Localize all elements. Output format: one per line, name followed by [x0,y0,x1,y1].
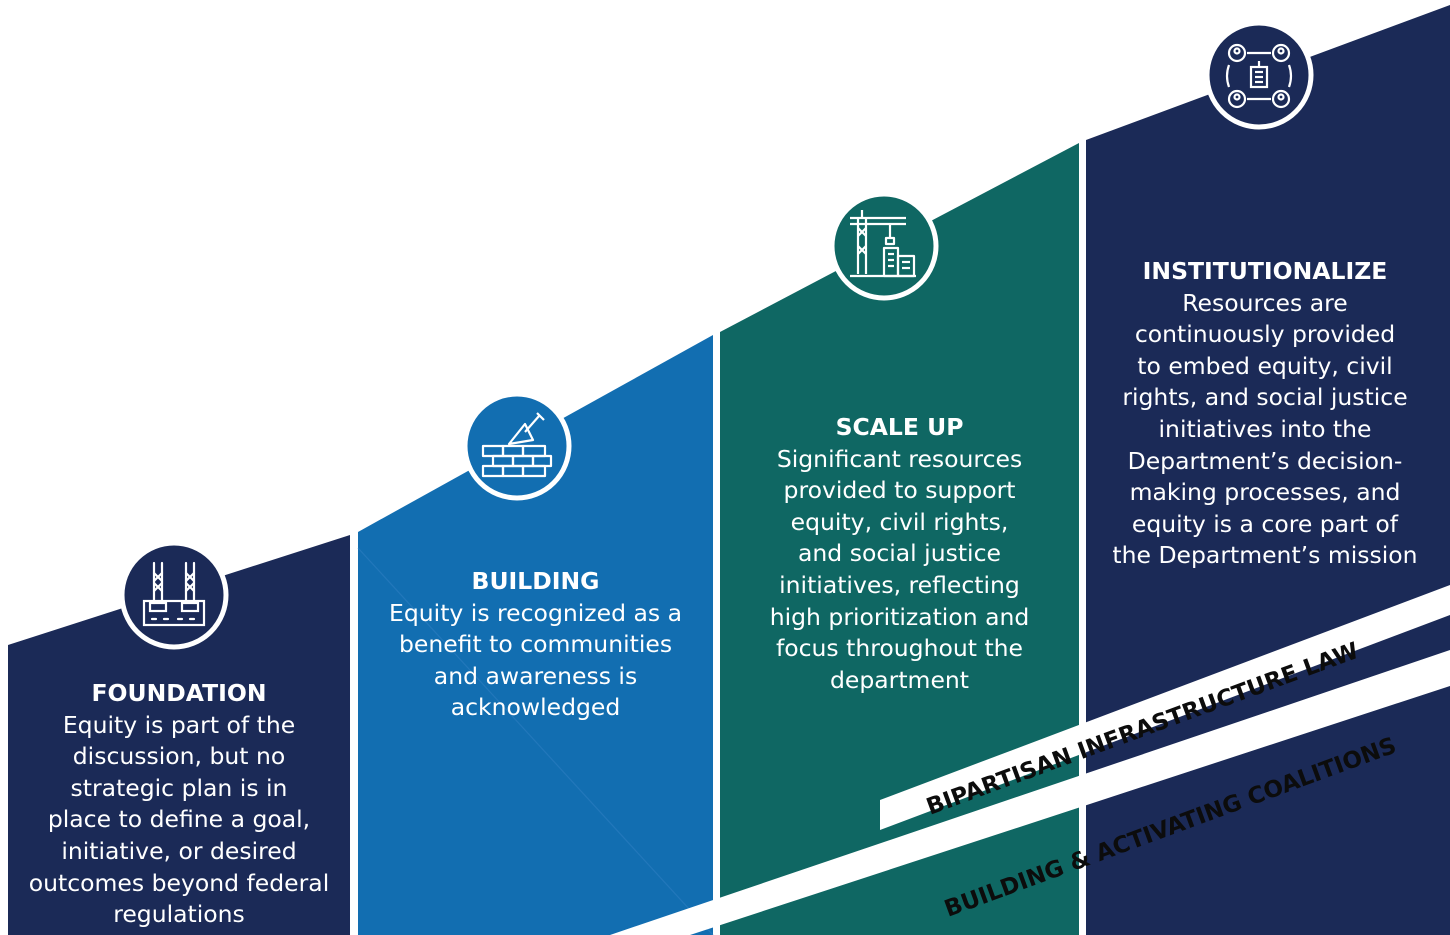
building-column [358,335,713,935]
foundation-title: FOUNDATION [91,679,267,707]
scale-up-title: SCALE UP [835,413,964,441]
scale-up-column [720,143,1079,935]
scale-up-text-block: SCALE UP Significant resources provided … [720,412,1079,696]
ribbon-band-upper [880,585,1450,830]
foundation-description: Equity is part of the discussion, but no… [28,710,330,929]
building-title: BUILDING [471,567,600,595]
construction-crane-icon [829,191,939,301]
people-network-building-icon [1204,20,1314,130]
institutionalize-description: Resources are continuously provided to e… [1112,288,1418,570]
foundation-text-block: FOUNDATION Equity is part of the discuss… [8,678,350,931]
scale-up-description: Significant resources provided to suppor… [769,444,1030,694]
institutionalize-title: INSTITUTIONALIZE [1142,257,1388,285]
building-description: Equity is recognized as a benefit to com… [389,598,682,722]
brick-wall-trowel-icon [462,391,572,501]
ribbon-band-lower [610,650,1450,935]
institutionalize-text-block: INSTITUTIONALIZE Resources are continuou… [1086,256,1444,572]
foundation-pillars-icon [119,540,229,650]
building-text-block: BUILDING Equity is recognized as a benef… [358,566,713,724]
foundation-column [8,535,350,935]
